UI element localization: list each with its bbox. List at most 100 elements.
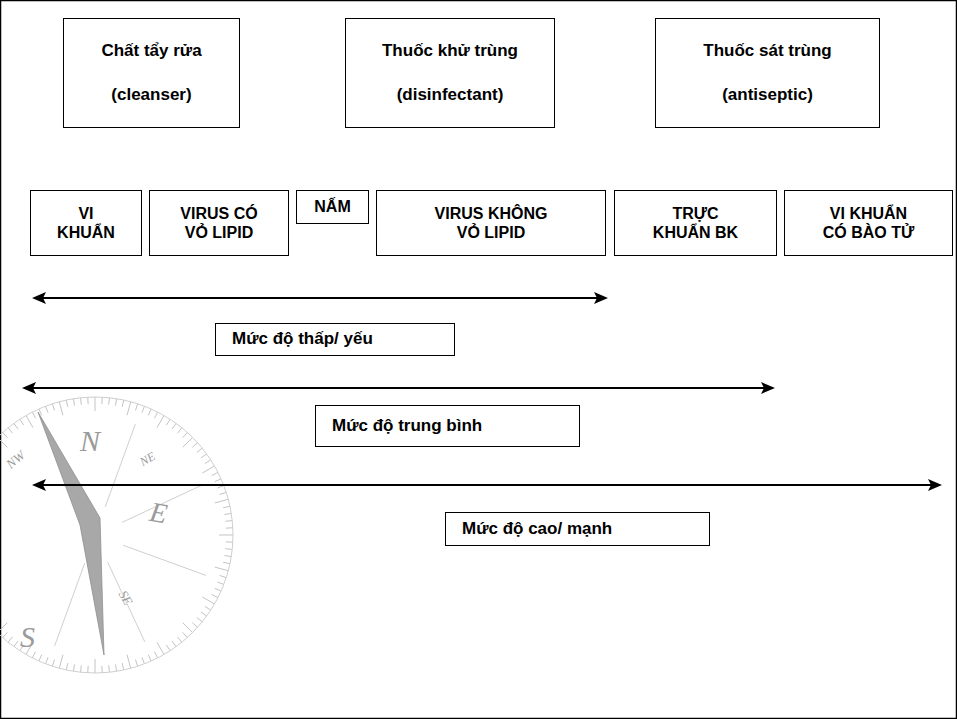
organism-box: NẤM bbox=[296, 190, 369, 224]
category-english: (disinfectant) bbox=[397, 85, 504, 105]
compass-tick bbox=[154, 412, 157, 418]
compass-tick bbox=[220, 492, 227, 494]
organism-box: VI KHUẨN CÓ BÀO TỬ bbox=[784, 190, 953, 256]
compass-needle bbox=[38, 412, 104, 655]
organism-box: TRỰC KHUẨN BK bbox=[614, 190, 777, 256]
organism-box: VI KHUẨN bbox=[30, 190, 142, 256]
compass-tick bbox=[39, 655, 42, 661]
compass-tick bbox=[197, 448, 202, 452]
compass-tick bbox=[225, 520, 232, 522]
category-box: Thuốc khử trùng (disinfectant) bbox=[345, 18, 555, 128]
arrow-head bbox=[761, 382, 775, 394]
arrow-shaft bbox=[38, 297, 602, 299]
compass-tick bbox=[32, 412, 35, 418]
compass-tick bbox=[192, 443, 197, 448]
compass-tick bbox=[46, 406, 49, 413]
compass-spoke bbox=[55, 563, 85, 646]
compass-tick bbox=[197, 617, 202, 621]
compass-tick bbox=[87, 666, 88, 673]
compass-tick bbox=[215, 499, 229, 503]
arrow-head bbox=[22, 382, 36, 394]
compass-tick bbox=[135, 660, 137, 667]
compass-tick bbox=[0, 437, 7, 447]
compass-tick bbox=[122, 400, 123, 407]
compass-tick bbox=[14, 641, 18, 647]
compass-tick bbox=[215, 479, 221, 482]
compass-tick bbox=[8, 428, 12, 433]
compass-tick bbox=[205, 460, 211, 464]
compass-tick bbox=[66, 663, 67, 670]
compass-tick bbox=[108, 665, 110, 672]
box-label: TRỰC KHUẨN BK bbox=[648, 204, 744, 242]
compass-tick bbox=[201, 454, 207, 458]
compass-tick bbox=[101, 397, 102, 404]
box-label: VIRUS CÓ VỎ LIPID bbox=[173, 204, 265, 242]
compass-tick bbox=[8, 637, 12, 642]
arrow-shaft bbox=[38, 484, 936, 486]
compass-tick bbox=[46, 657, 49, 664]
compass-tick bbox=[80, 665, 82, 672]
compass-tick bbox=[219, 535, 233, 536]
compass-tick bbox=[223, 506, 230, 507]
compass-tick bbox=[135, 404, 137, 411]
compass-tick bbox=[52, 404, 54, 411]
arrow-head bbox=[32, 292, 46, 304]
box-label: VI KHUẨN CÓ BÀO TỬ bbox=[818, 204, 920, 242]
range-arrows bbox=[22, 292, 942, 491]
category-box: Chất tẩy rửa (cleanser) bbox=[63, 18, 240, 128]
category-name: Chất tẩy rửa bbox=[101, 41, 201, 61]
category-box: Thuốc sát trùng(antiseptic) bbox=[655, 18, 880, 128]
compass-tick bbox=[202, 597, 214, 604]
category-name: Thuốc khử trùng bbox=[382, 41, 518, 61]
compass-tick bbox=[183, 632, 188, 637]
compass-tick bbox=[166, 645, 170, 651]
organism-box: VIRUS CÓ VỎ LIPID bbox=[149, 190, 289, 256]
arrow-head bbox=[32, 479, 46, 491]
box-label: VI KHUẨN bbox=[54, 204, 119, 242]
category-english: (cleanser) bbox=[111, 85, 191, 105]
compass-tick bbox=[95, 659, 96, 673]
arrow-shaft bbox=[28, 387, 769, 389]
compass-spoke bbox=[105, 424, 135, 507]
compass-watermark bbox=[0, 397, 233, 673]
compass-spoke bbox=[123, 545, 206, 575]
compass-tick bbox=[66, 400, 67, 407]
compass-spoke bbox=[108, 562, 145, 642]
compass-tick bbox=[3, 632, 8, 637]
compass-tick bbox=[142, 657, 145, 664]
compass-tick bbox=[95, 397, 96, 411]
compass-tick bbox=[115, 399, 116, 406]
compass-tick bbox=[172, 641, 176, 647]
compass-tick bbox=[215, 567, 229, 571]
compass-tick bbox=[166, 419, 170, 425]
compass-tick bbox=[192, 623, 197, 628]
compass-letter: S bbox=[20, 620, 35, 654]
arrow-head bbox=[928, 479, 942, 491]
double-arrow bbox=[32, 292, 608, 304]
compass-tick bbox=[226, 527, 233, 528]
compass-tick bbox=[224, 513, 231, 514]
compass-tick bbox=[73, 664, 74, 671]
compass-tick bbox=[157, 642, 164, 654]
compass-tick bbox=[177, 637, 181, 642]
compass-tick bbox=[177, 428, 181, 433]
compass-tick bbox=[217, 582, 224, 585]
compass-tick bbox=[59, 402, 63, 416]
compass-tick bbox=[87, 397, 88, 404]
compass-tick bbox=[14, 423, 18, 429]
compass-tick bbox=[127, 655, 131, 669]
compass-tick bbox=[101, 666, 102, 673]
compass-tick bbox=[0, 623, 7, 633]
compass-tick bbox=[212, 472, 218, 475]
compass-tick bbox=[154, 652, 157, 658]
compass-tick bbox=[220, 575, 227, 577]
box-label: Mức độ trung bình bbox=[332, 416, 482, 436]
category-name: Thuốc sát trùng bbox=[703, 41, 831, 61]
level-box: Mức độ thấp/ yếu bbox=[215, 323, 455, 356]
compass-tick bbox=[26, 415, 33, 427]
box-label: Mức độ cao/ mạnh bbox=[462, 519, 612, 539]
compass-tick bbox=[148, 655, 151, 661]
compass-tick bbox=[225, 548, 232, 550]
compass-tick bbox=[157, 415, 164, 427]
